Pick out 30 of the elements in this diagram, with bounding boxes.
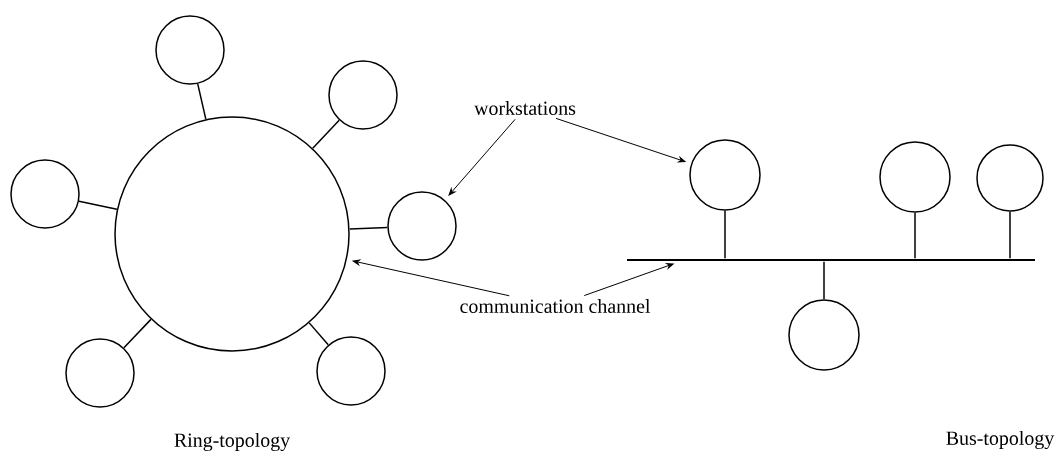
connector-line: [823, 261, 825, 300]
workstation-circle: [387, 191, 457, 261]
workstation-circle: [10, 159, 80, 229]
leader-arrow: [555, 117, 686, 163]
workstation-circle: [65, 338, 135, 408]
connector-line: [312, 119, 340, 150]
workstation-circle: [976, 144, 1044, 212]
connector-line: [123, 318, 152, 349]
text-label: communication channel: [460, 298, 651, 313]
caption-text: Ring-topology: [174, 432, 291, 452]
connector-line: [724, 210, 726, 259]
connector-line: [308, 322, 329, 346]
connector-line: [78, 200, 118, 211]
workstation-circle: [155, 15, 225, 85]
workstation-circle: [316, 336, 386, 406]
bus-line: [627, 259, 1035, 261]
caption-text: Bus-topology: [946, 430, 1055, 450]
connector-line: [914, 212, 916, 259]
leader-arrow: [352, 259, 510, 297]
connector-line: [348, 226, 389, 230]
workstation-circle: [879, 141, 951, 213]
workstation-circle: [788, 299, 860, 371]
leader-arrow: [448, 118, 516, 196]
workstation-circle: [328, 60, 398, 130]
connector-line: [1009, 211, 1011, 259]
connector-line: [197, 83, 207, 120]
text-label: workstations: [474, 101, 576, 115]
leader-arrow: [583, 263, 674, 297]
ring-circle: [114, 116, 350, 352]
workstation-circle: [689, 139, 761, 211]
